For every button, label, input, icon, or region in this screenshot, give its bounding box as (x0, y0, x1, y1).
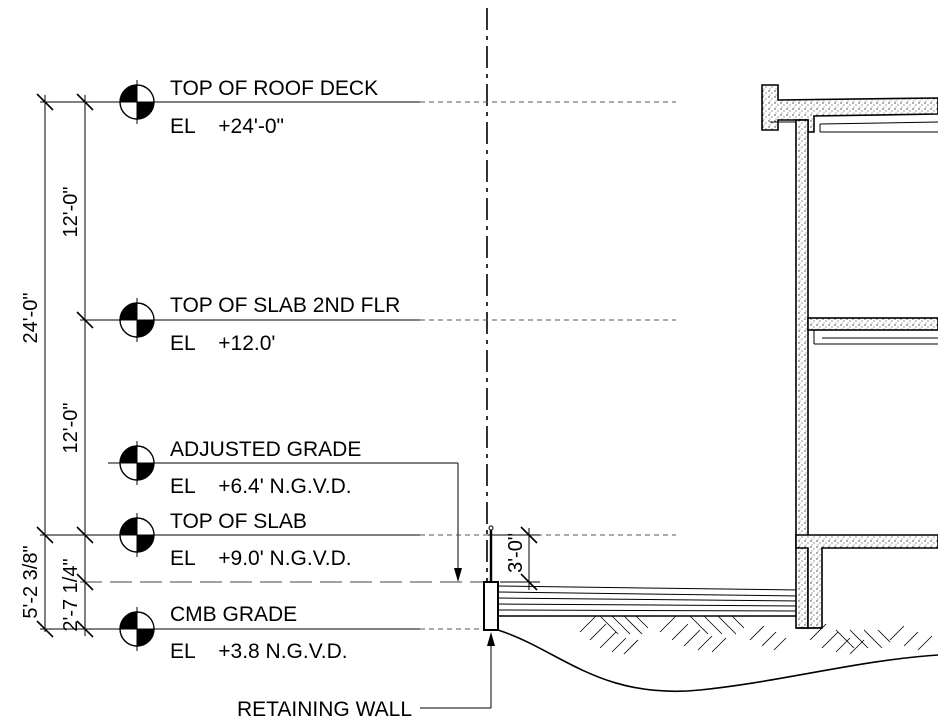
level-name-adjusted-grade: ADJUSTED GRADE (170, 438, 361, 461)
retaining-wall-label: RETAINING WALL (237, 698, 412, 721)
level-name-cmb-grade: CMB GRADE (170, 603, 297, 626)
level-marker-cmb-grade-icon (115, 607, 159, 651)
level-name-roof: TOP OF ROOF DECK (170, 77, 378, 100)
level-elevation-top-of-slab: EL +9.0' N.G.V.D. (170, 547, 352, 570)
level-name-2nd-floor: TOP OF SLAB 2ND FLR (170, 294, 400, 317)
dim-overall: 24'-0" (20, 293, 42, 344)
level-marker-adjusted-grade-icon (115, 441, 159, 485)
dim-slab-to-adjusted: 5'-2 3/8" (20, 545, 42, 618)
level-elevation-adjusted-grade: EL +6.4' N.G.V.D. (170, 475, 352, 498)
dim-adjusted-to-grade: 2'-7 1/4" (60, 558, 82, 631)
dim-wall-height: 3'-0" (505, 533, 527, 573)
level-elevation-cmb-grade: EL +3.8 N.G.V.D. (170, 640, 348, 663)
retaining-wall (483, 525, 499, 631)
existing-grade (497, 629, 938, 692)
level-elevation-2nd-floor: EL +12.0' (170, 332, 275, 355)
level-name-top-of-slab: TOP OF SLAB (170, 510, 307, 533)
level-labels: TOP OF ROOF DECK EL +24'-0" TOP OF SLAB … (170, 77, 400, 663)
dim-upper-story: 12'-0" (60, 187, 82, 238)
building-section (761, 84, 938, 629)
dimension-lines (36, 93, 540, 638)
level-markers (115, 80, 159, 651)
level-marker-top-of-slab-icon (115, 513, 159, 557)
level-marker-2nd-floor-icon (115, 298, 159, 342)
level-marker-roof-icon (115, 80, 159, 124)
level-lines (40, 101, 676, 630)
earth-hatch (579, 615, 933, 655)
level-elevation-roof: EL +24'-0" (170, 115, 284, 138)
dimension-texts: 12'-0" 12'-0" 24'-0" 5'-2 3/8" 2'-7 1/4"… (20, 187, 527, 632)
dim-lower-story: 12'-0" (60, 403, 82, 454)
retaining-wall-callout: RETAINING WALL (237, 632, 495, 721)
fill-slope (497, 585, 801, 617)
